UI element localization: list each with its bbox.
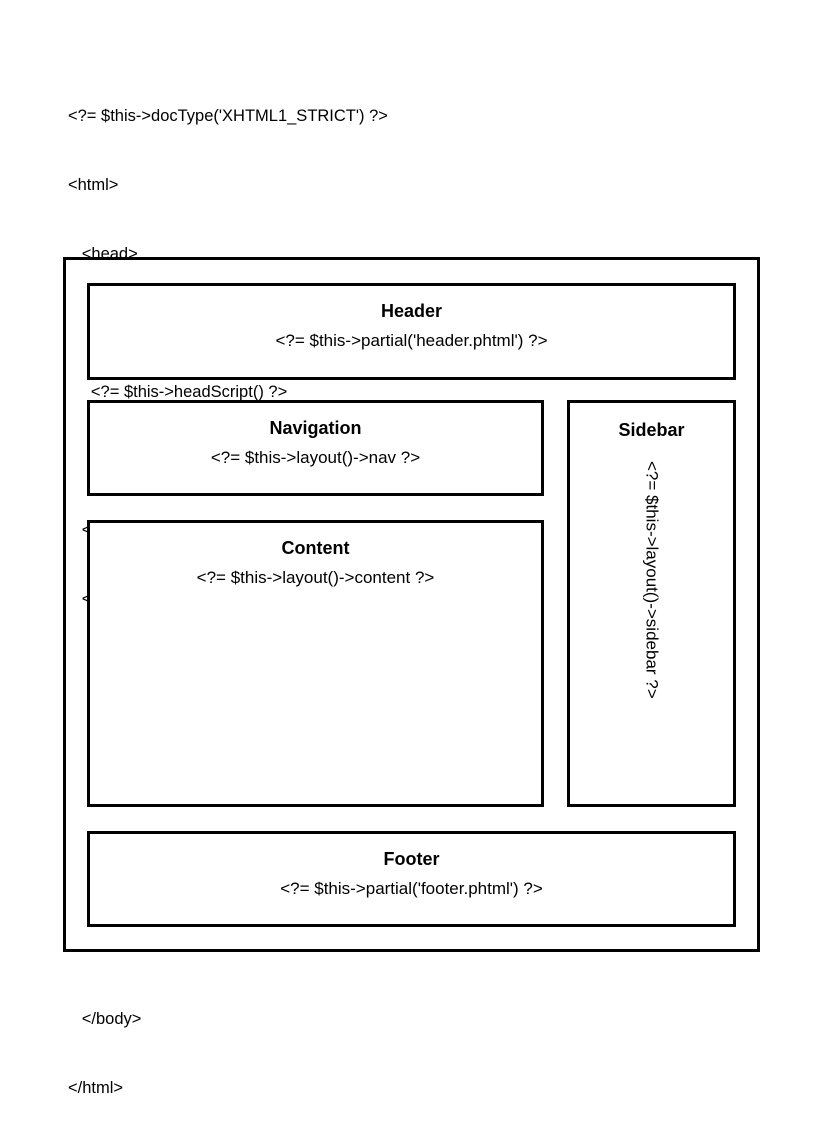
code-line-html-open: <html> xyxy=(68,176,119,194)
region-sidebar-code: <?= $this->layout()->sidebar ?> xyxy=(642,461,661,699)
region-sidebar-title: Sidebar xyxy=(618,420,685,440)
region-header-code: <?= $this->partial('header.phtml') ?> xyxy=(275,331,548,350)
region-navigation-box: Navigation <?= $this->layout()->nav ?> xyxy=(87,400,544,496)
region-navigation-title: Navigation xyxy=(269,418,362,438)
region-content-box: Content <?= $this->layout()->content ?> xyxy=(87,520,544,807)
region-header-box: Header <?= $this->partial('header.phtml'… xyxy=(87,283,736,380)
region-footer-code: <?= $this->partial('footer.phtml') ?> xyxy=(280,879,543,898)
region-sidebar-box: Sidebar <?= $this->layout()->sidebar ?> xyxy=(567,400,736,807)
code-line-doctype: <?= $this->docType('XHTML1_STRICT') ?> xyxy=(68,107,388,125)
region-footer-title: Footer xyxy=(383,849,440,869)
code-line-head-script: <?= $this->headScript() ?> xyxy=(68,383,288,401)
region-content-title: Content xyxy=(281,538,350,558)
layout-frame-outer-box xyxy=(63,257,760,952)
region-navigation-code: <?= $this->layout()->nav ?> xyxy=(210,448,421,467)
code-line-html-close: </html> xyxy=(68,1079,124,1097)
region-footer-box: Footer <?= $this->partial('footer.phtml'… xyxy=(87,831,736,927)
code-block-bottom: </body> </html> xyxy=(68,962,141,1123)
code-line-body-close: </body> xyxy=(68,1010,142,1028)
region-content-code: <?= $this->layout()->content ?> xyxy=(196,568,435,587)
region-sidebar-code-wrapper: <?= $this->layout()->sidebar ?> xyxy=(570,461,733,801)
region-header-title: Header xyxy=(380,301,443,321)
